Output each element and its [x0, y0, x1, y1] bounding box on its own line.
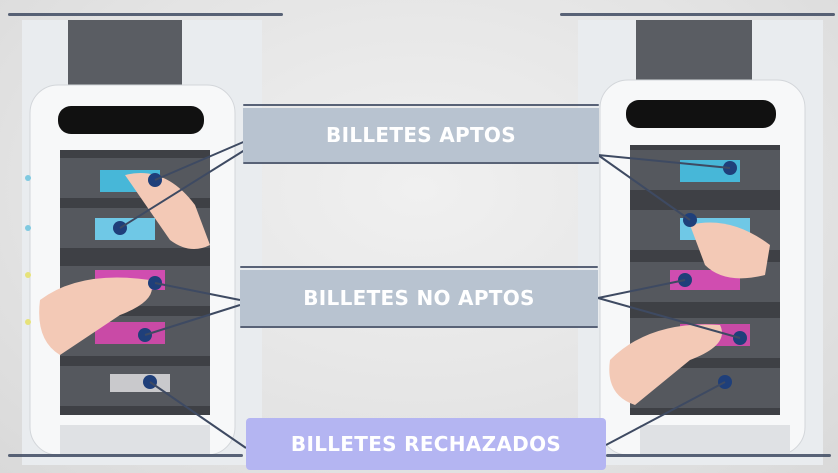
right-machine-display — [626, 100, 776, 128]
noaptos-top-line — [240, 266, 598, 268]
label-billetes-no-aptos: BILLETES NO APTOS — [240, 270, 598, 326]
top-left-brush-stroke — [8, 13, 283, 16]
right-machine-base — [640, 425, 790, 455]
bottom-right-brush-stroke — [606, 454, 831, 457]
left-machine-base — [60, 425, 210, 455]
aptos-top-line — [243, 104, 599, 106]
left-machine-display — [58, 106, 204, 134]
left-hand-1 — [125, 173, 210, 249]
aptos-bottom-line — [243, 162, 599, 164]
connector-lines — [119, 139, 741, 449]
right-hand-1 — [690, 222, 770, 279]
label-billetes-rechazados: BILLETES RECHAZADOS — [246, 418, 606, 470]
top-right-brush-stroke — [560, 13, 835, 16]
bottom-left-brush-stroke — [8, 454, 243, 457]
right-machine — [578, 20, 823, 465]
label-billetes-aptos: BILLETES APTOS — [243, 108, 599, 162]
noaptos-bottom-line — [240, 326, 598, 328]
left-hand-2 — [39, 277, 152, 355]
right-hand-2 — [609, 324, 722, 405]
left-machine — [22, 20, 262, 465]
